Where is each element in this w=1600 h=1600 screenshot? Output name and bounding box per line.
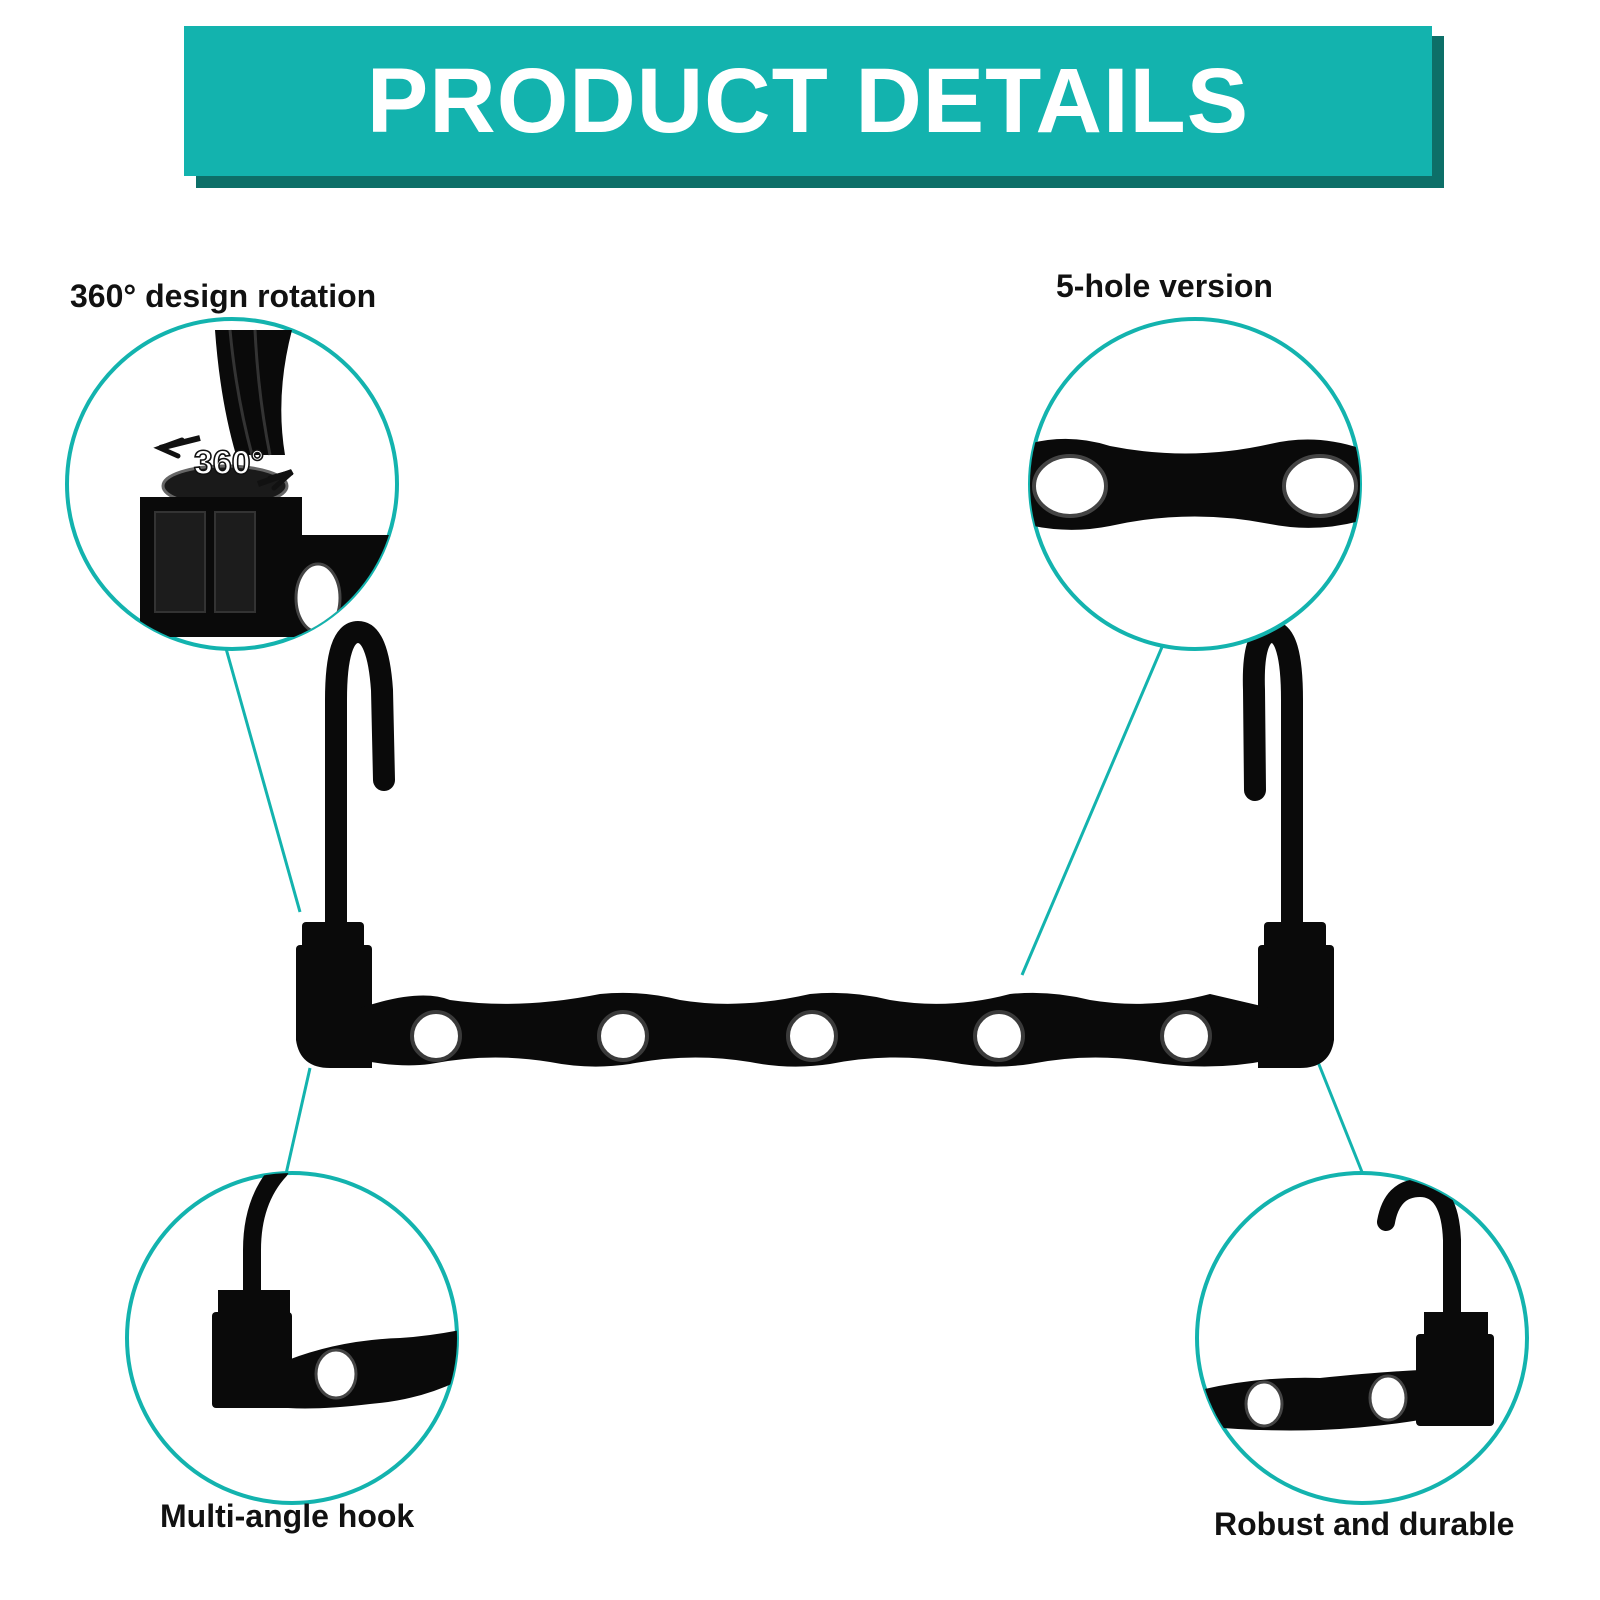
inset-rotation: 360°: [65, 317, 399, 651]
callout-label-rotation: 360° design rotation: [70, 278, 377, 314]
callout-label-holes: 5-hole version: [1056, 268, 1273, 304]
left-joint: [296, 945, 372, 1017]
inset-hook: [125, 1171, 459, 1505]
connector-line-holes: [1020, 639, 1167, 976]
hanger-hole-1: [410, 1010, 462, 1062]
connector-line-rotation: [216, 619, 302, 913]
holes-hole-right: [1282, 454, 1358, 518]
hook-inset-stem: [243, 1173, 289, 1309]
left-end-cap: [296, 1010, 372, 1068]
right-hook: [1242, 620, 1303, 936]
hook-inset-joint: [212, 1312, 292, 1408]
left-swivel: [302, 922, 364, 952]
durable-inset-joint: [1416, 1334, 1494, 1426]
hanger-hole-4: [973, 1010, 1025, 1062]
callout-label-durable: Robust and durable: [1214, 1506, 1515, 1542]
callout-label-hook: Multi-angle hook: [160, 1498, 415, 1534]
inset-durable: [1195, 1171, 1529, 1505]
left-hook: [325, 620, 395, 936]
connector-lines: [216, 619, 1364, 1175]
connector-line-durable: [1316, 1061, 1364, 1173]
rotation-degree-label: 360°: [194, 444, 264, 482]
durable-inset-hook: [1377, 1178, 1461, 1329]
right-end-cap: [1258, 1010, 1334, 1068]
connector-line-hook: [284, 1067, 312, 1175]
hanger-hole-2: [597, 1010, 649, 1062]
hanger-hole-3: [786, 1010, 838, 1062]
holes-bar-segment: [1030, 438, 1360, 530]
hanger-hole-5: [1160, 1010, 1212, 1062]
inset-holes: [1028, 317, 1362, 651]
black-hanger-icon: [296, 620, 1334, 1068]
holes-hole-left: [1032, 454, 1108, 518]
page-title: PRODUCT DETAILS: [366, 49, 1250, 152]
title-banner: PRODUCT DETAILS: [184, 26, 1432, 176]
right-swivel: [1264, 922, 1326, 952]
right-joint: [1258, 945, 1334, 1017]
